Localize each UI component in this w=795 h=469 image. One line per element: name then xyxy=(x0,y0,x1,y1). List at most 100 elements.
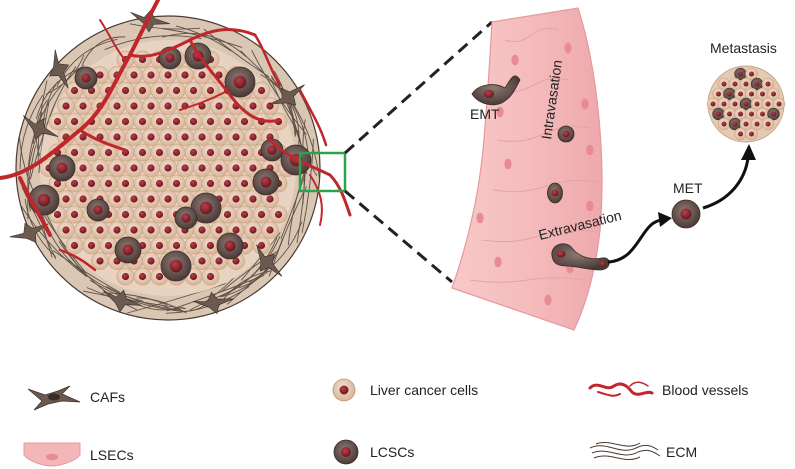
liver-cancer-cell xyxy=(201,143,220,162)
metastasis-cluster xyxy=(706,65,786,143)
liver-cancer-cell xyxy=(125,66,143,84)
liver-cancer-cell xyxy=(74,190,92,208)
metastasis-lcsc xyxy=(767,107,780,121)
liver-cancer-cell-cluster xyxy=(40,50,296,286)
lsec-boundary xyxy=(496,126,591,142)
caf-cell xyxy=(256,244,283,277)
label-emt: EMT xyxy=(470,106,500,122)
liver-cancer-cell xyxy=(142,190,160,208)
liver-cancer-cell xyxy=(74,221,92,239)
liver-cancer-cell xyxy=(108,221,126,239)
tumor-mass xyxy=(0,0,352,321)
liver-cancer-cell xyxy=(159,159,177,177)
liver-cancer-cell xyxy=(176,128,194,146)
liver-cancer-cell xyxy=(99,112,118,131)
lsec-boundary xyxy=(504,28,559,42)
legend-blood-vessel-icon xyxy=(588,381,654,397)
zoom-line-top xyxy=(344,20,493,155)
liver-cancer-cell xyxy=(244,97,262,115)
liver-cancer-cell xyxy=(218,174,237,193)
liver-cancer-cell xyxy=(65,236,84,255)
metastasis-cancer-cell xyxy=(745,127,758,141)
liver-cancer-cell xyxy=(116,205,135,224)
liver-cancer-cell xyxy=(116,112,135,131)
liver-cancer-cell xyxy=(65,143,84,162)
lsec-cells xyxy=(469,28,601,283)
lsec-boundary xyxy=(469,277,586,283)
liver-cancer-cell xyxy=(65,112,84,131)
ecm-fiber xyxy=(203,28,270,78)
lcsc-cell xyxy=(174,206,198,230)
lsec-nucleus xyxy=(586,144,594,156)
liver-cancer-cell xyxy=(133,81,152,100)
zoom-line-bottom xyxy=(344,189,453,284)
metastasis-cancer-cell xyxy=(756,107,769,121)
liver-cancer-cell xyxy=(116,81,135,100)
liver-cancer-cell xyxy=(57,97,75,115)
lcsc-cell xyxy=(260,138,284,162)
legend-lcsc-icon xyxy=(333,439,359,465)
liver-cancer-cell xyxy=(108,159,126,177)
metastasis-lcsc xyxy=(728,117,742,131)
liver-cancer-cell xyxy=(150,112,169,131)
liver-cancer-cell xyxy=(99,236,118,255)
arrowhead-metastasis xyxy=(741,144,756,160)
metastasis-cancer-cell xyxy=(756,87,769,101)
arrow-extravasation-to-met xyxy=(607,218,663,264)
legend-label-lcscs: LCSCs xyxy=(370,444,414,460)
liver-cancer-cell xyxy=(142,159,160,177)
liver-cancer-cell xyxy=(91,159,109,177)
lcsc-cell xyxy=(158,46,182,70)
metastasis-lcsc xyxy=(712,107,725,121)
liver-cancer-cell xyxy=(133,174,152,193)
metastasis-cancer-cell xyxy=(761,97,775,111)
label-metastasis: Metastasis xyxy=(710,40,777,56)
liver-cancer-cell xyxy=(244,128,262,146)
lsec-nucleus xyxy=(511,54,519,66)
ecm-fiber xyxy=(45,54,85,95)
liver-cancer-cell xyxy=(125,128,143,146)
liver-cancer-cell xyxy=(108,128,126,146)
liver-cancer-cell xyxy=(159,221,177,239)
lsec-boundary xyxy=(492,179,601,193)
liver-cancer-cell xyxy=(269,205,288,224)
ecm-fiber xyxy=(127,283,226,314)
caf-cell xyxy=(49,49,70,89)
ecm-fiber xyxy=(29,103,56,180)
lcsc-cell xyxy=(74,66,98,90)
ecm-fiber xyxy=(209,236,281,301)
ecm-fiber xyxy=(271,77,309,157)
liver-cancer-cell xyxy=(159,128,177,146)
metastasis-cancer-cell xyxy=(761,77,775,91)
ecm-fiber xyxy=(19,94,44,170)
liver-cancer-cell xyxy=(142,66,160,84)
lsec-nucleus xyxy=(476,212,484,224)
label-met: MET xyxy=(673,180,703,196)
liver-cancer-cell xyxy=(244,190,262,208)
metastasis-cancer-cell xyxy=(717,117,731,131)
liver-cancer-cell xyxy=(133,50,152,69)
liver-cancer-cell xyxy=(57,190,75,208)
ecm-fiber xyxy=(21,206,88,278)
lsec-nucleus xyxy=(581,98,589,110)
liver-cancer-cell xyxy=(235,174,254,193)
liver-cancer-cell xyxy=(150,174,169,193)
liver-cancer-cell xyxy=(150,81,169,100)
lcsc-cell xyxy=(28,184,60,216)
ecm-fiber xyxy=(162,32,247,58)
ecm-fiber xyxy=(81,36,126,66)
metastasis-lcsc xyxy=(739,97,753,111)
liver-cancer-cell xyxy=(167,81,186,100)
caf-cell xyxy=(23,115,59,140)
lcsc-cell xyxy=(160,250,192,282)
lcsc-cell xyxy=(86,198,110,222)
liver-cancer-cell xyxy=(201,174,220,193)
metastasis-cancer-cell xyxy=(728,97,742,111)
legend-label-cafs: CAFs xyxy=(90,389,125,405)
liver-cancer-cell xyxy=(201,236,220,255)
ecm-fiber xyxy=(221,238,283,298)
metastasis-cancer-cell xyxy=(772,97,786,111)
liver-cancer-cell xyxy=(159,190,177,208)
metastasis-cancer-cell xyxy=(761,117,775,131)
